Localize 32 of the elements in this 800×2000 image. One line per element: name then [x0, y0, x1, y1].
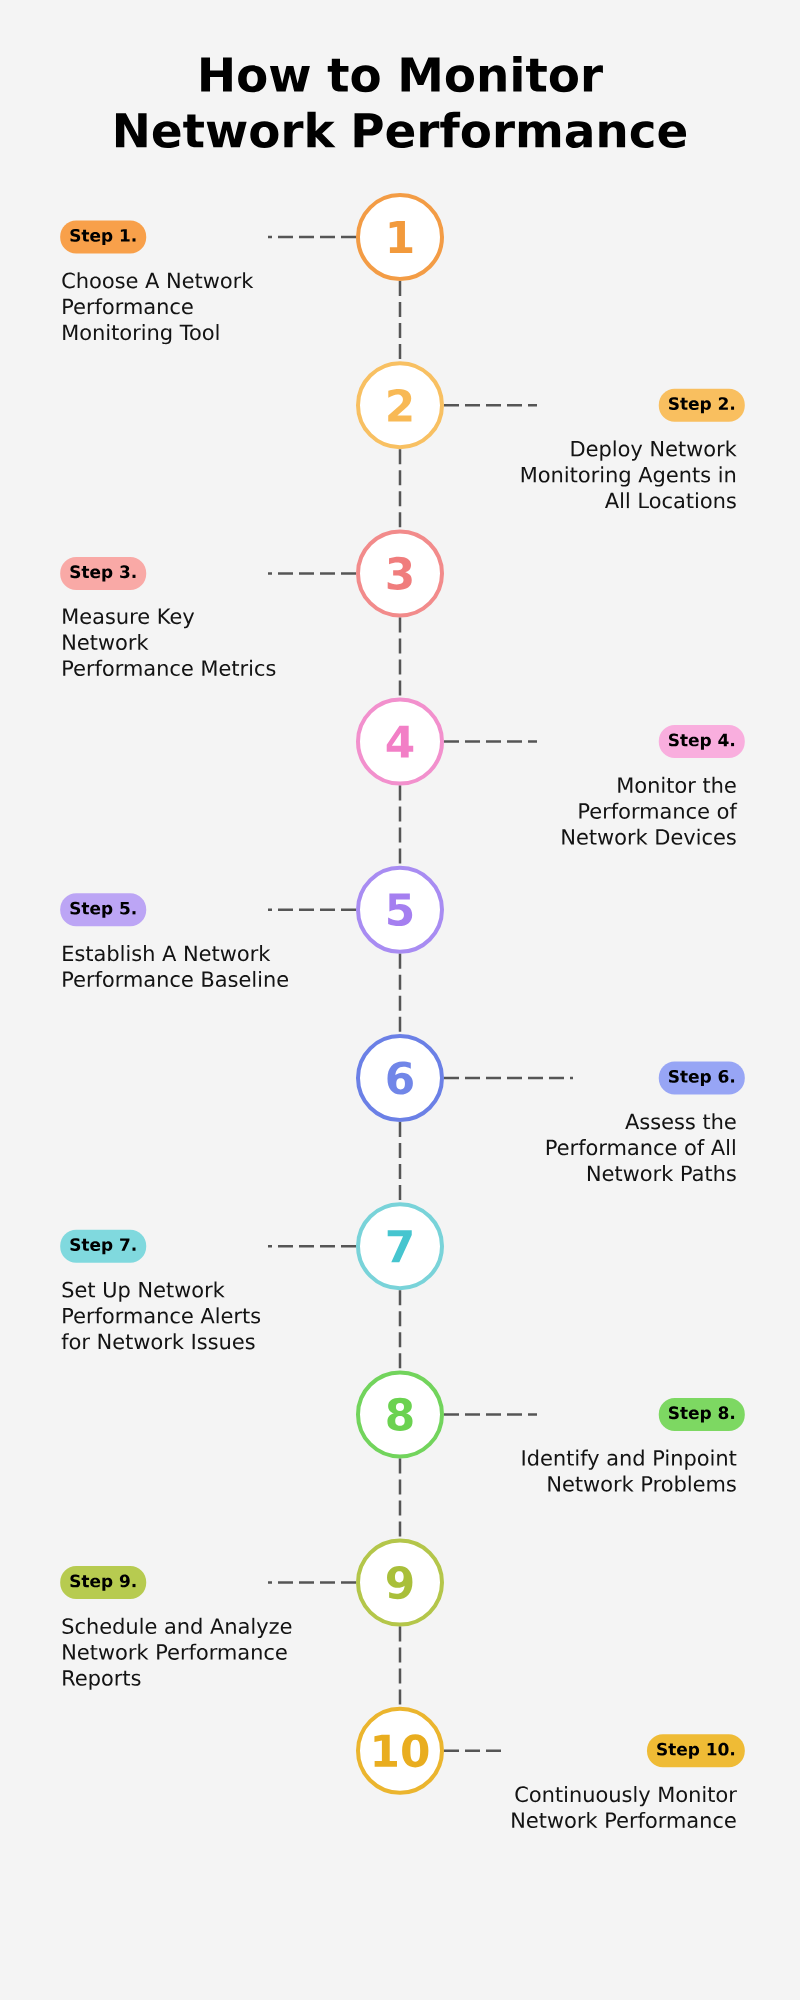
- connector-line: [398, 1122, 402, 1203]
- step-badge: Step 5.: [60, 893, 147, 927]
- connector-line: [398, 281, 402, 362]
- step-description: Identify and Pinpoint Network Problems: [522, 1449, 737, 1492]
- connector-line: [398, 785, 402, 866]
- leader-line: [268, 1244, 356, 1248]
- step-description: Schedule and Analyze Network Performance Reports: [62, 1617, 292, 1690]
- step-description: Choose A Network Performance Monitoring Tool: [62, 272, 254, 345]
- step-badge: Step 10.: [647, 1734, 745, 1768]
- leader-line: [444, 1076, 573, 1080]
- leader-line: [268, 235, 356, 239]
- step-description: Deploy Network Monitoring Agents in All Locations: [521, 440, 737, 509]
- step-badge: Step 9.: [60, 1566, 147, 1600]
- connector-line: [398, 953, 402, 1034]
- leader-line: [444, 1413, 537, 1416]
- leader-line: [444, 740, 537, 743]
- step-description: Set Up Network Performance Alerts for Network Issues: [61, 1281, 261, 1350]
- connector-line: [398, 1458, 402, 1539]
- step-description: Establish A Network Performance Baseline: [63, 945, 288, 988]
- step-description: Assess the Performance of All Network Paths: [546, 1113, 736, 1182]
- leader-line: [268, 572, 356, 575]
- step-description: Monitor the Performance of Network Devices: [562, 776, 738, 845]
- leader-line: [444, 403, 537, 407]
- leader-line: [268, 1581, 356, 1584]
- connector-line: [398, 1626, 402, 1707]
- step-description: Continuously Monitor Network Performance: [512, 1786, 737, 1829]
- step-description: Measure Key Network Performance Metrics: [63, 608, 276, 676]
- leader-line: [268, 908, 356, 912]
- connector-line: [398, 617, 402, 698]
- connector-line: [398, 1290, 402, 1371]
- connector-line: [398, 449, 402, 530]
- title: How to Monitor Network Performance: [116, 56, 686, 149]
